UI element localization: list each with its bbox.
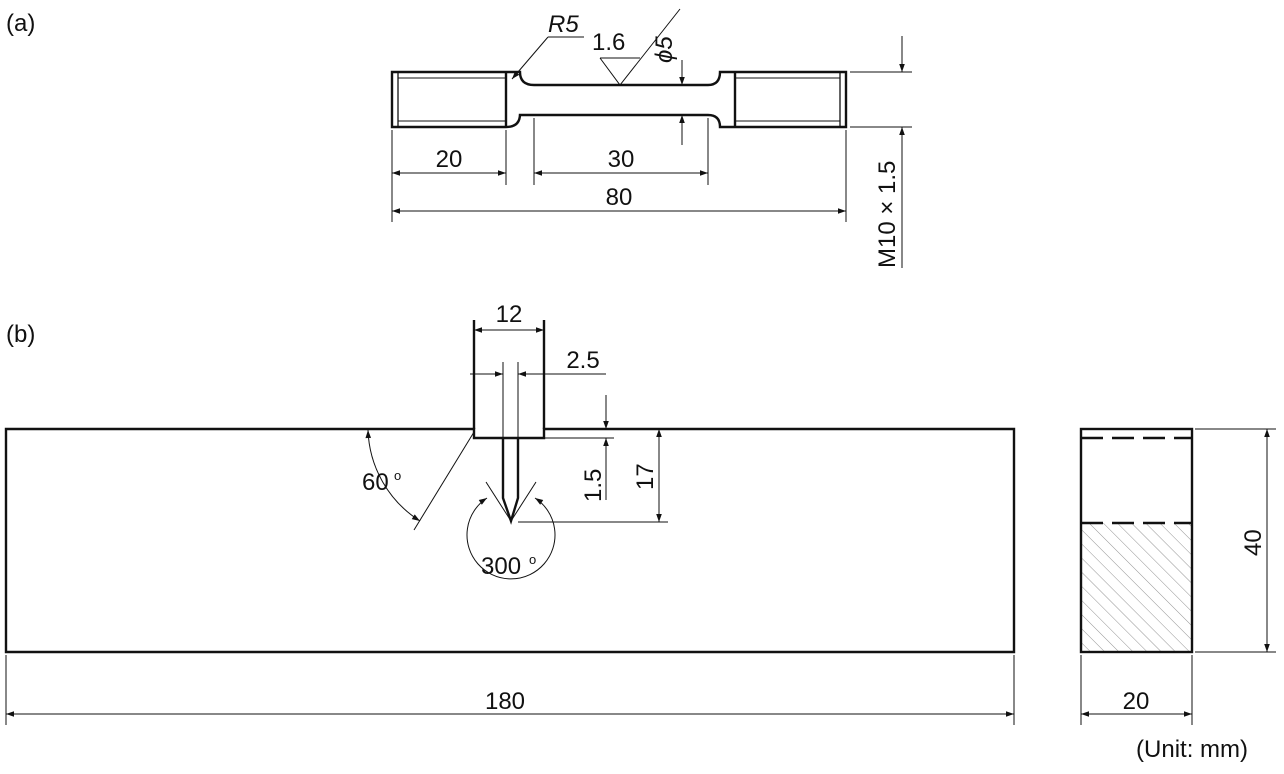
angle-60-arc	[365, 429, 421, 522]
dim-groove-width-label: 12	[496, 301, 523, 328]
impact-specimen-outline	[4, 427, 1016, 654]
dim-grip-label: 20	[436, 146, 463, 173]
tensile-specimen-outline	[390, 70, 848, 129]
angle-300-leg-left	[485, 481, 512, 522]
angle-60-degree: o	[394, 468, 401, 483]
radius-label: R5	[548, 11, 579, 38]
dim-groove-depth-label: 1.5	[580, 469, 607, 502]
dim-height-label: 40	[1240, 529, 1267, 556]
dim-length-label: 180	[485, 688, 525, 715]
angle-300-leg-right	[510, 481, 537, 522]
side-view-hatched-section	[1081, 523, 1192, 652]
radius-leader	[511, 36, 549, 80]
diameter-label: ϕ5	[651, 36, 678, 63]
dim-notch-depth-label: 17	[632, 463, 659, 490]
angle-300-label: 300	[481, 553, 521, 580]
unit-note: (Unit: mm)	[1136, 736, 1248, 763]
side-view-outline	[1079, 427, 1194, 654]
dim-total-label: 80	[606, 184, 633, 211]
dim-width-label: 20	[1123, 688, 1150, 715]
angle-300-arc	[466, 497, 556, 580]
roughness-symbol	[599, 8, 681, 86]
angle-300-degree: o	[529, 552, 536, 567]
dim-slot-width-label: 2.5	[566, 347, 599, 374]
angle-60-label: 60	[362, 469, 389, 496]
dim-gauge-label: 30	[608, 146, 635, 173]
angle-60-leg	[413, 431, 475, 531]
roughness-label: 1.6	[592, 29, 625, 56]
panel-b-label: (b)	[6, 321, 35, 348]
panel-a-label: (a)	[6, 10, 35, 37]
thread-label: M10 × 1.5	[874, 161, 901, 268]
notch-slot	[501, 438, 520, 525]
